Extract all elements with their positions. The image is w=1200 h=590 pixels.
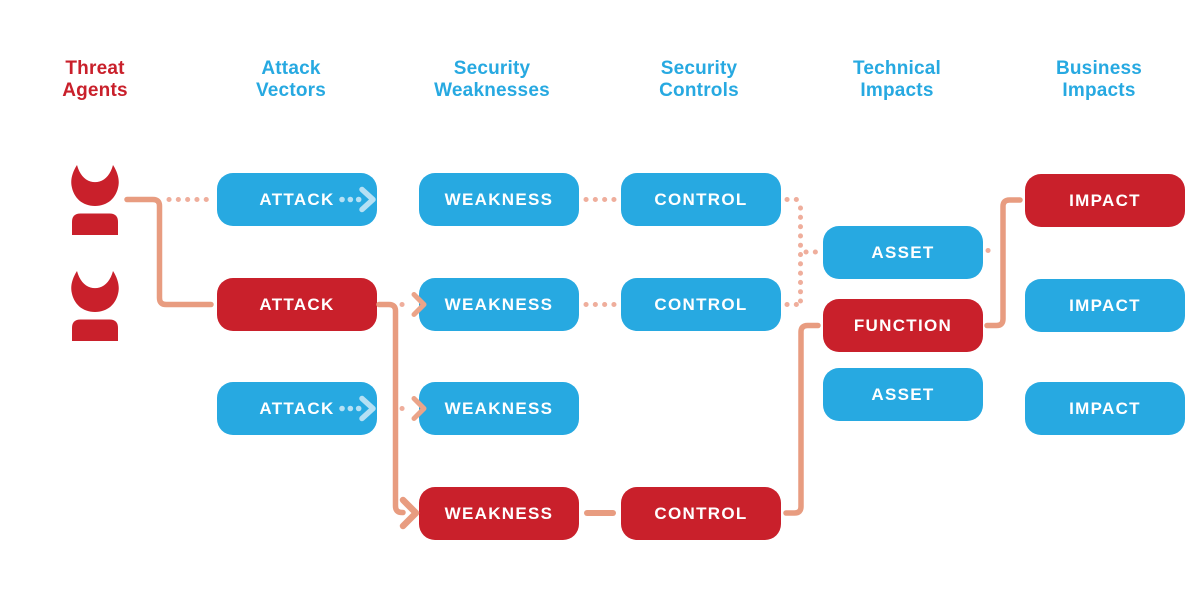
connector-agent-to-attack2 [124, 196, 214, 308]
node-impact-row2: IMPACT [1025, 279, 1185, 332]
header-security-weaknesses: Security Weaknesses [434, 58, 550, 101]
header-threat-agents: Threat Agents [62, 58, 128, 101]
node-weakness-row4: WEAKNESS [419, 487, 579, 540]
node-attack-row2: ATTACK [217, 278, 377, 331]
header-business-impacts: Business Impacts [1055, 58, 1143, 101]
node-attack-row1: ATTACK [217, 173, 377, 226]
node-impact-row1: IMPACT [1025, 174, 1185, 227]
header-technical-impacts: Technical Impacts [852, 58, 942, 101]
arrow-chevron-icon [399, 496, 420, 530]
node-function: FUNCTION [823, 299, 983, 352]
node-weakness-row3: WEAKNESS [419, 382, 579, 435]
node-weakness-row2: WEAKNESS [419, 278, 579, 331]
node-attack-row3: ATTACK [217, 382, 377, 435]
connector-control4-to-function [783, 322, 821, 516]
node-asset-bottom: ASSET [823, 368, 983, 421]
connector-function-to-impact1 [984, 197, 1023, 329]
connector-attack2-down-to-weakness4 [376, 301, 406, 516]
node-control-row4: CONTROL [621, 487, 781, 540]
devil-person-icon [71, 165, 119, 235]
header-attack-vectors: Attack Vectors [255, 58, 327, 101]
node-weakness-row1: WEAKNESS [419, 173, 579, 226]
devil-person-icon [71, 271, 119, 341]
node-control-row2: CONTROL [621, 278, 781, 331]
header-security-controls: Security Controls [659, 58, 739, 101]
node-asset-top: ASSET [823, 226, 983, 279]
node-impact-row3: IMPACT [1025, 382, 1185, 435]
node-control-row1: CONTROL [621, 173, 781, 226]
